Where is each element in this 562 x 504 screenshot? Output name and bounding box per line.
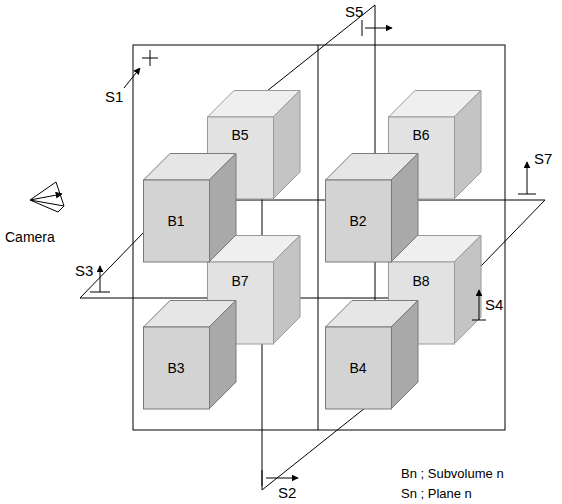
plane-name: S1	[104, 88, 124, 105]
label-holder: S3	[74, 262, 94, 280]
subvolume-name: B4	[349, 361, 366, 375]
plane-arrow	[266, 478, 298, 479]
cube-label-holder: B6	[388, 125, 454, 145]
subvolume-name: B3	[167, 361, 184, 375]
plane-arrow	[527, 162, 528, 194]
cube-label-holder: B8	[388, 271, 454, 291]
subvolume-name: B8	[412, 274, 429, 288]
front-plane	[133, 45, 505, 430]
plane-arrow	[124, 68, 140, 88]
cube-label-holder: B4	[325, 358, 391, 378]
cube-shape	[143, 153, 237, 263]
subvolume-name: B1	[167, 214, 184, 228]
cube-shape	[325, 153, 419, 263]
cube-label-holder: B1	[143, 211, 209, 231]
plane-tick	[362, 20, 363, 36]
label-holder: Sn ; Plane n	[400, 484, 473, 502]
subvolume-cube: B4	[325, 300, 418, 409]
plane-arrow	[100, 266, 101, 292]
subvolume-cube: B3	[143, 300, 236, 409]
subvolume-name: B6	[412, 128, 429, 142]
cube-label-holder: B2	[325, 211, 391, 231]
label-holder: S2	[277, 484, 297, 502]
plane-name: S3	[74, 262, 94, 279]
label-holder: S1	[104, 88, 124, 106]
plane-name: S5	[344, 3, 364, 20]
label-holder: Camera	[4, 228, 56, 246]
camera-label: Camera	[4, 229, 56, 245]
cube-label-holder: B7	[207, 271, 273, 291]
label-holder: S4	[484, 296, 504, 314]
plane-name: S2	[277, 484, 297, 501]
plane-arrow	[365, 28, 392, 29]
subvolume-name: B2	[349, 214, 366, 228]
key-note: Bn ; Subvolume n	[400, 466, 505, 481]
plane-tick	[262, 470, 263, 486]
label-holder: S7	[533, 150, 553, 168]
cube-shape	[325, 300, 419, 410]
camera-icon	[30, 182, 64, 212]
key-note: Sn ; Plane n	[400, 486, 473, 501]
label-holder: Bn ; Subvolume n	[400, 464, 505, 482]
cube-shape	[143, 300, 237, 410]
subvolume-name: B5	[231, 128, 248, 142]
plane-line	[318, 45, 319, 430]
plane-name: S7	[533, 150, 553, 167]
plane-name: S4	[484, 296, 504, 313]
subvolume-cube: B1	[143, 153, 236, 262]
subvolume-name: B7	[231, 274, 248, 288]
plane-tick	[150, 50, 151, 66]
subvolume-cube: B2	[325, 153, 418, 262]
cube-label-holder: B5	[207, 125, 273, 145]
label-holder: S5	[344, 3, 364, 21]
cube-label-holder: B3	[143, 358, 209, 378]
